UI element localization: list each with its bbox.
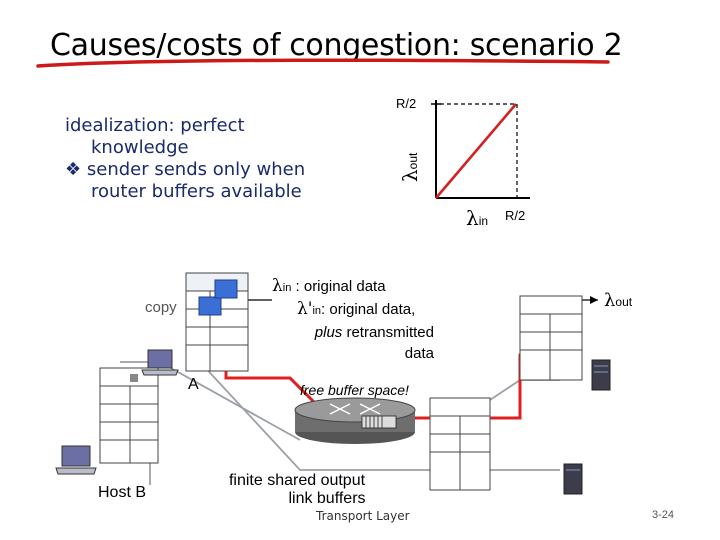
- idealization-line4: router buffers available: [91, 181, 302, 202]
- x-tick-label: R/2: [505, 208, 526, 223]
- host-b-light: [130, 374, 138, 382]
- idealization-block: idealization: perfect knowledge ❖ sender…: [65, 115, 365, 203]
- slide-title: Causes/costs of congestion: scenario 2: [50, 28, 623, 63]
- laptop-icon-b: [55, 445, 97, 475]
- finite-buffer-label: finite shared output link buffers: [228, 472, 366, 507]
- throughput-plot: [431, 100, 530, 200]
- router-output-buffer: [361, 415, 397, 429]
- lambda-out-label: λout: [604, 290, 633, 311]
- router-buffer-right: [429, 397, 491, 491]
- title-underline: [36, 58, 610, 68]
- lambda-in-label: λin : original data: [272, 276, 386, 296]
- laptop-icon: [141, 349, 179, 376]
- host-b-label: Host B: [98, 484, 147, 501]
- checkmark-diamond-icon: ❖: [65, 159, 82, 180]
- idealization-line3: sender sends only when: [86, 159, 306, 180]
- footer-page-number: 3-24: [652, 509, 675, 521]
- host-a-label: A: [188, 376, 199, 393]
- free-buffer-label: free buffer space!: [300, 382, 409, 398]
- idealization-line2: knowledge: [91, 137, 189, 158]
- router-icon: [294, 397, 416, 444]
- copy-block: [198, 296, 222, 316]
- copy-label: copy: [145, 299, 177, 316]
- host-b-buffer: [99, 367, 159, 464]
- x-axis-label: λin: [466, 206, 489, 230]
- data-line: [435, 103, 517, 199]
- bullet-row: ❖ sender sends only when: [65, 159, 365, 181]
- footer-course: Transport Layer: [316, 509, 410, 523]
- copy-block-2: [214, 279, 238, 299]
- lambda-prime-label: λ'in: original data,: [297, 299, 416, 319]
- receiver-buffer: [519, 295, 583, 381]
- retransmitted-label: plus retransmitted: [314, 324, 434, 341]
- server-icon: [591, 359, 611, 391]
- data-label: data: [404, 345, 434, 362]
- y-axis-label: λout: [398, 152, 422, 182]
- y-tick-label: R/2: [396, 96, 417, 111]
- idealization-line1: idealization: perfect: [65, 115, 245, 136]
- server-icon-2: [563, 463, 583, 495]
